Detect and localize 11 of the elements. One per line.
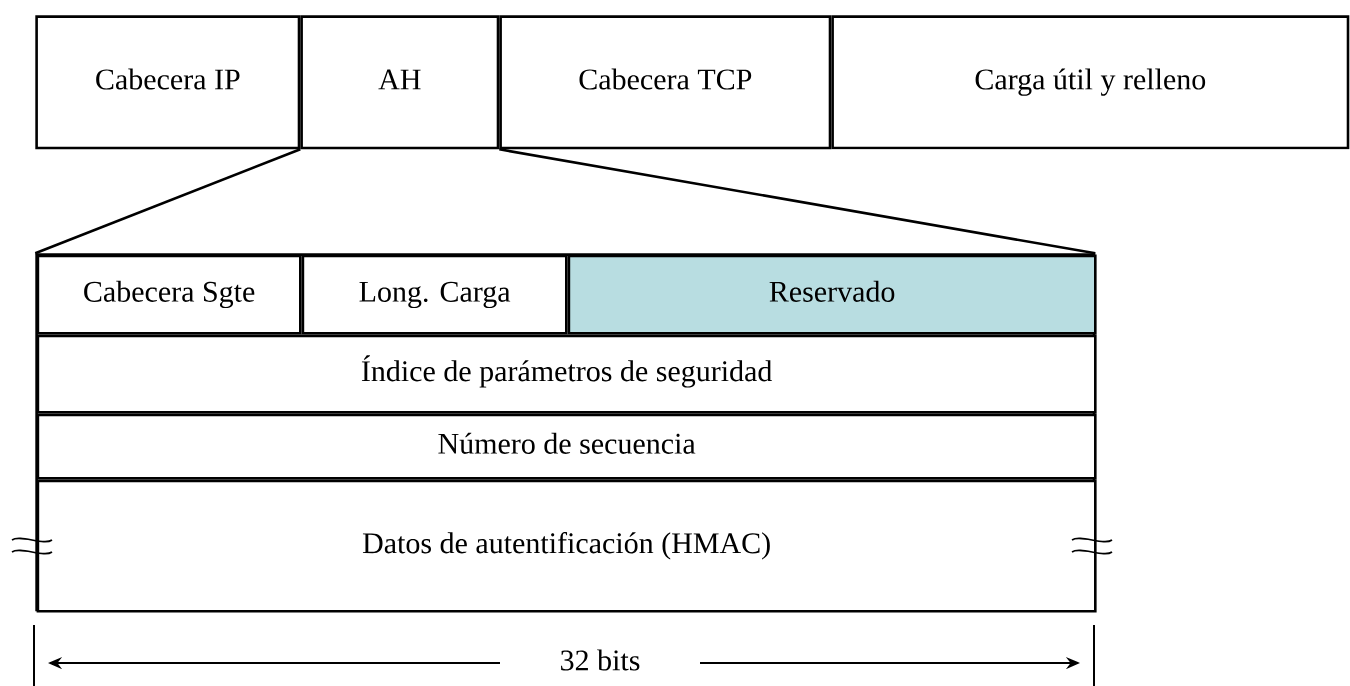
header-cell: Cabecera TCP [499,15,832,150]
field-cell: Cabecera Sgte [36,254,302,335]
header-cell: Carga útil y relleno [831,15,1350,150]
zoom-line [499,148,1096,255]
field-cell: Long. Carga [301,254,568,335]
field-cell: Número de secuencia [36,413,1097,480]
header-cell: AH [300,15,500,150]
header-cell: Cabecera IP [35,15,301,150]
dimension-label: 32 bits [561,649,640,671]
field-cell: Reservado [567,254,1097,335]
zoom-line [34,148,301,255]
